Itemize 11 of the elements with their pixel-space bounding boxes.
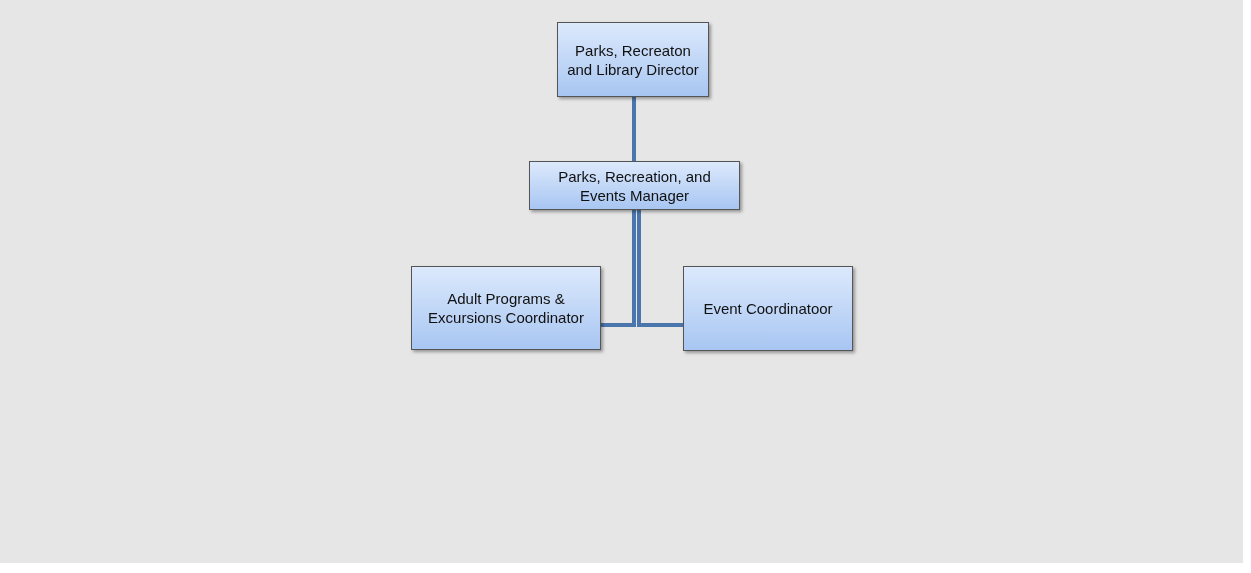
connector-line: [632, 97, 636, 161]
role-title: Adult Programs & Excursions Coordinator: [427, 289, 585, 327]
org-chart-box: [557, 22, 709, 97]
org-chart-box: [411, 266, 601, 350]
org-chart-box: [683, 266, 853, 351]
role-title: Parks, Recreation, and Events Manager: [557, 166, 712, 205]
role-title: Event Coordinatoor: [703, 299, 833, 318]
connector-line: [637, 210, 683, 327]
connector-line: [601, 210, 636, 327]
role-title: Parks, Recreaton and Library Director: [566, 40, 700, 79]
org-chart-box: [529, 161, 740, 210]
